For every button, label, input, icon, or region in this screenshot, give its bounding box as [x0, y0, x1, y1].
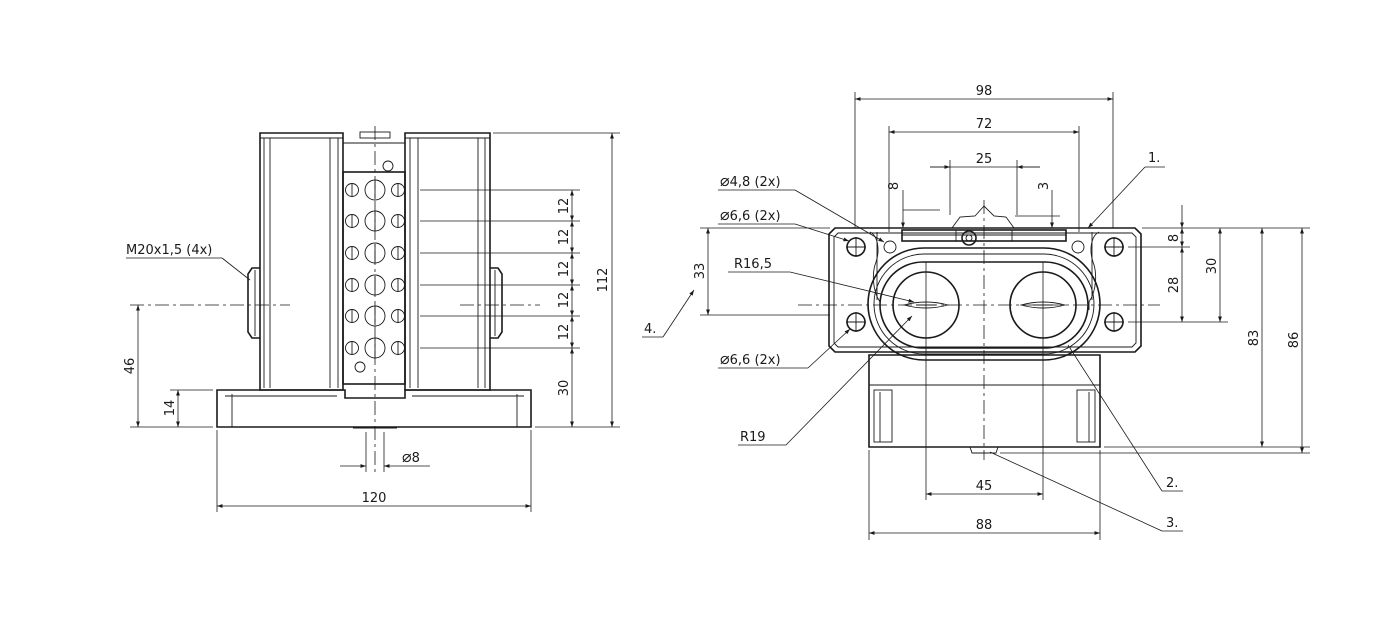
- dim-14: 14: [163, 400, 178, 417]
- dim-46: 46: [123, 358, 138, 375]
- left-housing: [259, 132, 344, 391]
- cable-gland-right: [490, 267, 503, 339]
- dim-25: 25: [976, 152, 993, 167]
- callout-2: 2.: [1166, 476, 1178, 491]
- dim-120: 120: [362, 491, 387, 506]
- callout-1: 1.: [1148, 151, 1160, 166]
- hole-48-label: ⌀4,8 (2x): [720, 171, 781, 190]
- dim-30-right: 30: [1205, 258, 1220, 275]
- terminal-block: [342, 171, 406, 385]
- radius-19-label: R19: [740, 430, 766, 445]
- hole-small-right: [1071, 240, 1085, 254]
- dim-8-side: 8: [1167, 234, 1182, 242]
- terminal-row-1: [345, 179, 405, 201]
- pitch-label-1: 12: [557, 198, 572, 215]
- thread-label: M20x1,5 (4x): [126, 243, 212, 258]
- pitch-label-3: 12: [557, 261, 572, 278]
- top-flange: [828, 227, 1142, 353]
- pitch-label-5: 12: [557, 324, 572, 341]
- hole-66-top-label: ⌀6,6 (2x): [720, 205, 781, 224]
- radius-165-label: R16,5: [734, 257, 772, 272]
- dim-83: 83: [1247, 330, 1262, 347]
- dim-72: 72: [976, 117, 993, 132]
- dim-88: 88: [976, 518, 993, 533]
- dim-30-left: 30: [557, 380, 572, 397]
- dim-28: 28: [1167, 277, 1182, 294]
- callout-4: 4.: [644, 322, 656, 337]
- dim-112: 112: [596, 268, 611, 293]
- hole-small-left: [883, 240, 897, 254]
- lower-body: [868, 354, 1101, 448]
- dim-3: 3: [1037, 182, 1052, 190]
- front-view: 12 12 12 12 12 30 112 46 14 120 ⌀8 M20x1…: [123, 126, 620, 512]
- dim-45: 45: [976, 479, 993, 494]
- terminal-row-6: [345, 337, 405, 359]
- terminal-row-3: [345, 242, 405, 264]
- terminal-row-4: [345, 274, 405, 296]
- terminal-row-5: [345, 305, 405, 327]
- hole-66-bottom-label: ⌀6,6 (2x): [720, 349, 781, 368]
- dim-phi8: ⌀8: [402, 447, 420, 466]
- callout-3: 3.: [1166, 516, 1178, 531]
- dim-33: 33: [693, 263, 708, 280]
- pitch-label-2: 12: [557, 229, 572, 246]
- dim-86: 86: [1287, 332, 1302, 349]
- dim-8-top: 8: [887, 182, 902, 190]
- dim-98: 98: [976, 84, 993, 99]
- top-view: 98 72 25 8 3 33 8 28: [642, 84, 1310, 540]
- terminal-row-2: [345, 210, 405, 232]
- cable-gland-left: [247, 267, 260, 339]
- pitch-label-4: 12: [557, 292, 572, 309]
